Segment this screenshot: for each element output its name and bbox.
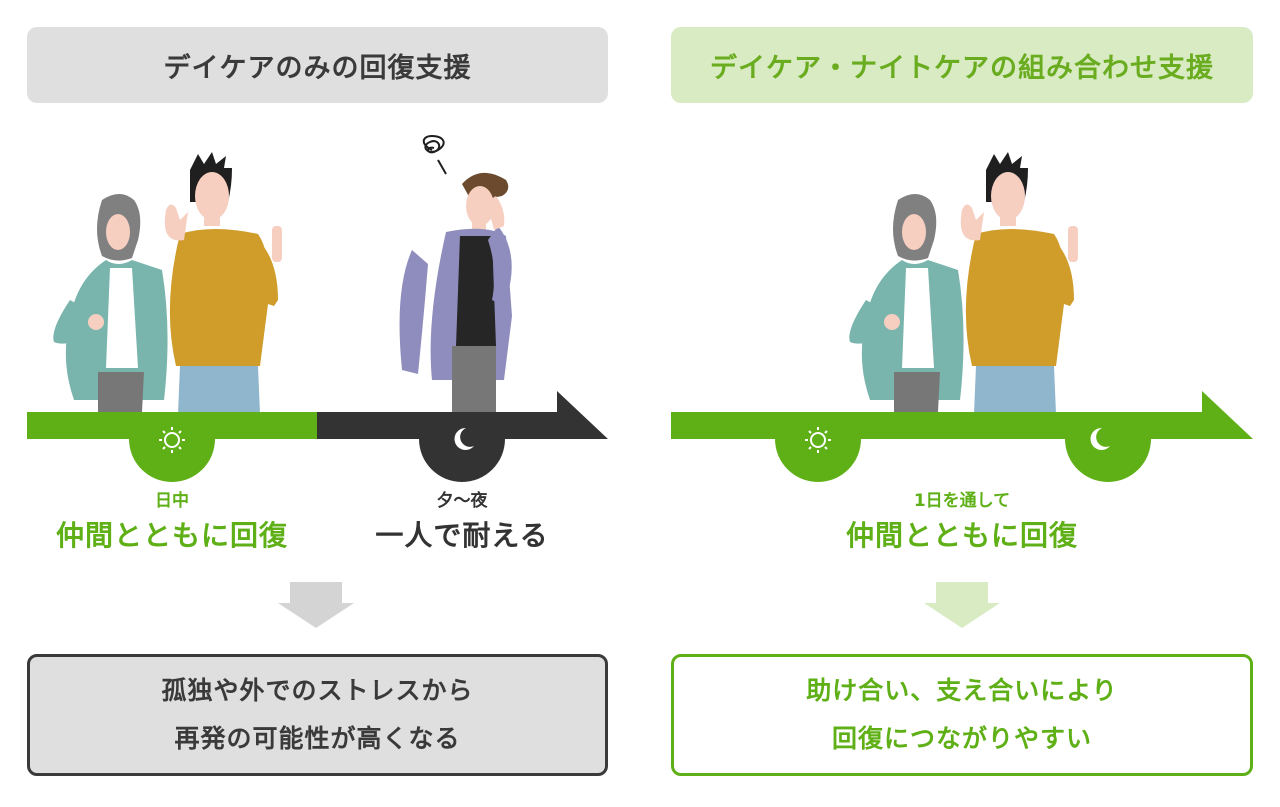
timeline-arrowhead (557, 391, 608, 439)
left-timeline (27, 391, 608, 482)
moon-icon (454, 427, 474, 450)
daytime-label: 日中 (155, 491, 189, 511)
allday-description: 仲間とともに回復 (845, 519, 1078, 552)
right-result-line-2: 回復につながりやすい (831, 724, 1092, 753)
night-bar (317, 412, 557, 439)
left-result-line-1: 孤独や外でのストレスから (161, 676, 474, 705)
down-arrow-left (278, 582, 354, 628)
pair-illustration-right (849, 152, 1078, 414)
allday-bar (671, 412, 1202, 439)
left-panel-title: デイケアのみの回復支援 (27, 27, 608, 103)
left-result-line-2: 再発の可能性が高くなる (174, 724, 461, 753)
sun-icon (805, 427, 831, 453)
right-result-box: 助け合い、支え合いにより 回復につながりやすい (671, 654, 1253, 776)
down-arrow-right (924, 582, 1000, 628)
daytime-description: 仲間とともに回復 (55, 519, 288, 552)
pair-illustration-left (53, 152, 282, 414)
timeline-arrowhead (1202, 391, 1253, 439)
night-label: 夕〜夜 (436, 491, 488, 511)
right-panel-title: デイケア・ナイトケアの組み合わせ支援 (671, 27, 1253, 103)
left-result-box: 孤独や外でのストレスから 再発の可能性が高くなる (27, 654, 608, 776)
right-timeline (671, 391, 1253, 482)
daytime-bar (27, 412, 317, 439)
stressed-man-illustration (399, 134, 512, 414)
sun-icon (159, 427, 185, 453)
moon-icon (1090, 427, 1110, 450)
right-result-line-1: 助け合い、支え合いにより (806, 676, 1118, 705)
allday-label: 1日を通して (913, 491, 1011, 511)
night-description: 一人で耐える (375, 519, 549, 552)
